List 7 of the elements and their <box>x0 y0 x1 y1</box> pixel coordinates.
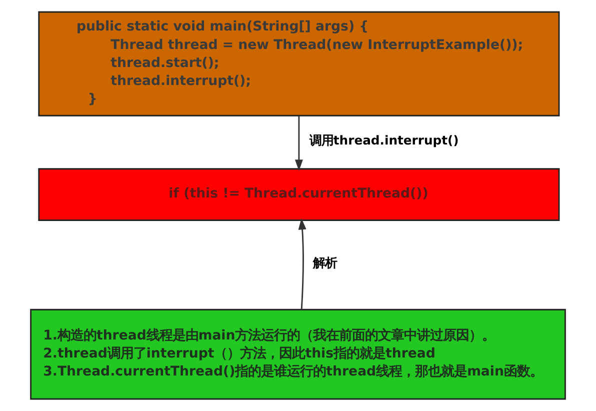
edge-label: 调用thread.interrupt() <box>309 134 459 148</box>
arrow <box>294 116 303 172</box>
node-box: 1.构造的thread线程是由main方法运行的（我在前面的文章中讲过原因）。 2.thread调用了interrupt（）方法，因此this指的就是thread 3.Thread.currentThread()指的是谁运行的thread线程，那也就是main函数。 <box>30 308 566 400</box>
node-box: if (this != Thread.currentThread()) <box>38 168 560 221</box>
arrow <box>298 218 306 310</box>
edge-label: 解析 <box>313 256 338 270</box>
node-box: public static void main(String[] args) { Thread thread = new Thread(new InterruptExample()); thread.start(); thread.interrupt(); } <box>38 11 560 116</box>
